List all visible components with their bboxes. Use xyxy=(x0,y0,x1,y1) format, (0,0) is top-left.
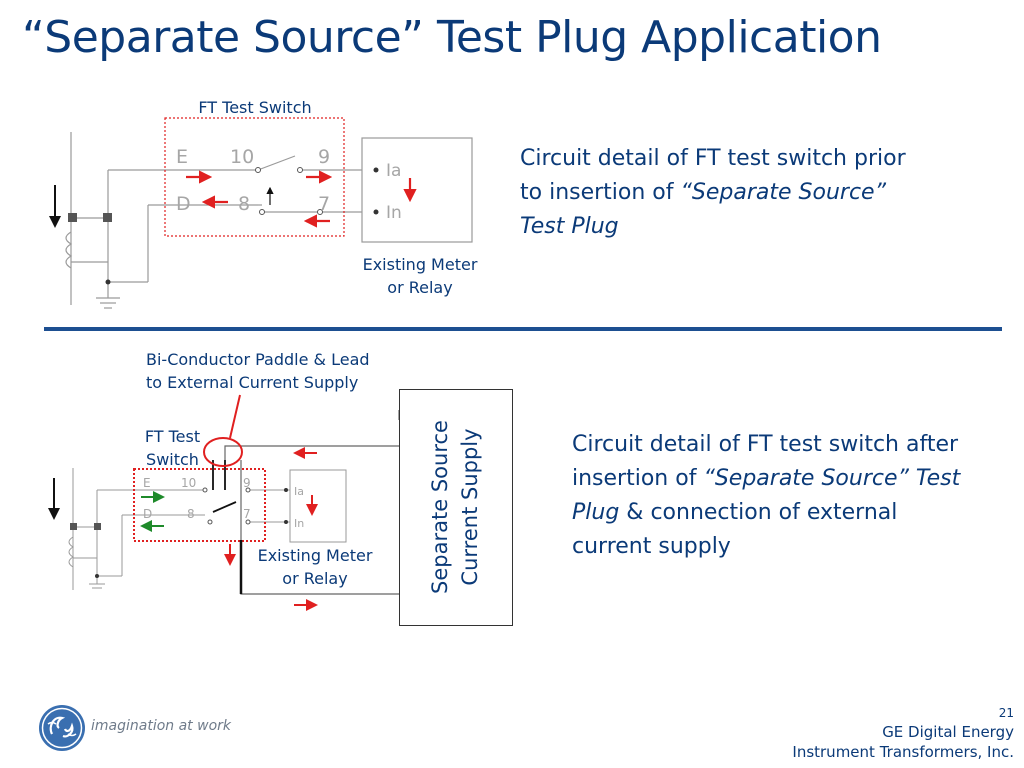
ct-marker-right-bottom xyxy=(94,523,101,530)
bottom-desc-line2-suffix: Test xyxy=(908,466,961,491)
company-name: GE Digital Energy xyxy=(882,723,1014,741)
bottom-desc-line3-italic: Plug xyxy=(572,500,620,525)
bottom-desc-line4: current supply xyxy=(572,534,731,559)
terminal-9-top: 9 xyxy=(318,146,330,168)
terminal-in-bottom: In xyxy=(294,517,304,530)
terminal-8-top: 8 xyxy=(238,193,250,215)
ft-label-line2: Switch xyxy=(146,450,199,469)
paddle-label-line2: to External Current Supply xyxy=(146,373,359,392)
supply-line1: Separate Source xyxy=(428,420,452,594)
meter-label-line1: Existing Meter xyxy=(362,255,478,274)
terminal-7-top: 7 xyxy=(318,193,330,215)
bottom-desc-line2-prefix: insertion of xyxy=(572,466,704,491)
meter-relay-label-bottom: Existing Meter or Relay xyxy=(240,544,390,590)
bottom-desc-line2-italic: “Separate Source” xyxy=(703,466,909,491)
section-divider xyxy=(44,327,1002,331)
separate-source-supply-box xyxy=(399,389,513,626)
top-desc-line2-prefix: to insertion of xyxy=(520,180,681,205)
terminal-10-bottom: 10 xyxy=(181,476,196,490)
bottom-desc-line3: Plug & connection of external xyxy=(572,496,1012,530)
top-description: Circuit detail of FT test switch prior t… xyxy=(520,142,970,244)
meter-label-line2: or Relay xyxy=(387,278,453,297)
bottom-desc-line2: insertion of “Separate Source” Test xyxy=(572,462,1012,496)
ft-test-switch-label-bottom: FT Test Switch xyxy=(120,425,225,471)
paddle-label: Bi-Conductor Paddle & Lead to External C… xyxy=(146,348,396,394)
terminal-8-bottom: 8 xyxy=(187,507,195,521)
terminal-10-top: 10 xyxy=(230,146,254,168)
supply-label-rotated: Separate Source Current Supply xyxy=(425,420,485,594)
ft-label-line1: FT Test xyxy=(144,427,201,446)
top-desc-line1: Circuit detail of FT test switch prior xyxy=(520,146,906,171)
bottom-circuit xyxy=(68,468,347,590)
bottom-desc-line1: Circuit detail of FT test switch after xyxy=(572,432,959,457)
terminal-d-top: D xyxy=(176,193,191,215)
top-desc-line2: to insertion of “Separate Source” xyxy=(520,176,970,210)
bottom-desc-line3-suffix: & connection of external xyxy=(619,500,898,525)
terminal-in-top: In xyxy=(386,203,402,223)
meter2-label-line2: or Relay xyxy=(282,569,348,588)
supply-line2: Current Supply xyxy=(458,428,482,586)
ct-marker-left-bottom xyxy=(70,523,77,530)
meter2-label-line1: Existing Meter xyxy=(257,546,373,565)
ft-switch-box-top xyxy=(164,117,345,237)
ge-logo-icon xyxy=(39,705,85,751)
paddle-highlight xyxy=(203,437,243,467)
terminal-e-top: E xyxy=(176,146,188,168)
slide-number: 21 xyxy=(998,706,1014,720)
supply-label: Separate Source Current Supply xyxy=(399,389,511,624)
meter-relay-label-top: Existing Meter or Relay xyxy=(345,253,495,299)
top-desc-line2-italic: “Separate Source” xyxy=(680,180,886,205)
paddle-label-line1: Bi-Conductor Paddle & Lead xyxy=(146,350,370,369)
terminal-7-bottom: 7 xyxy=(243,507,251,521)
company-subname: Instrument Transformers, Inc. xyxy=(792,743,1014,761)
terminal-d-bottom: D xyxy=(143,507,152,521)
ft-switch-box-bottom xyxy=(133,468,266,542)
ct-marker-right xyxy=(103,213,112,222)
slide-title: “Separate Source” Test Plug Application xyxy=(22,12,882,63)
ct-marker-left xyxy=(68,213,77,222)
terminal-ia-top: Ia xyxy=(386,161,401,181)
terminal-9-bottom: 9 xyxy=(243,476,251,490)
terminal-ia-bottom: Ia xyxy=(294,485,304,498)
ft-test-switch-label-top: FT Test Switch xyxy=(198,98,312,117)
top-desc-line3: Test Plug xyxy=(520,214,619,239)
tagline: imagination at work xyxy=(91,718,231,734)
bottom-description: Circuit detail of FT test switch after i… xyxy=(572,428,1012,564)
terminal-e-bottom: E xyxy=(143,476,151,490)
